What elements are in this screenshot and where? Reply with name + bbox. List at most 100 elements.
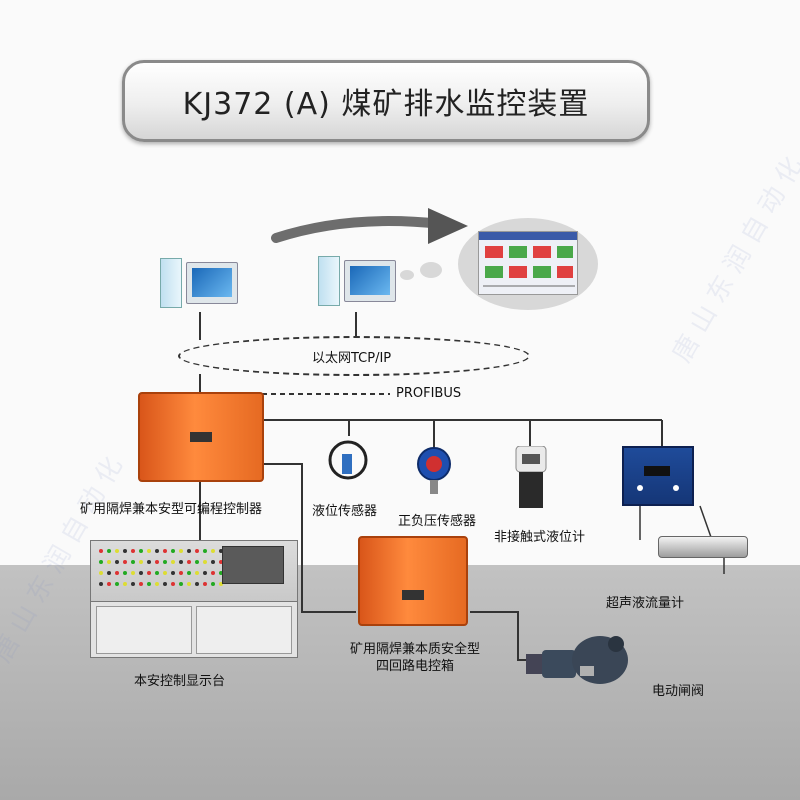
control-box-label-line1: 矿用隔焊兼本质安全型 [349,642,480,657]
console-button-dot [171,549,175,553]
flowmeter-enclosure [622,446,694,506]
noncontact-level-meter-image [512,445,550,510]
console-button-dot [163,582,167,586]
console-button-dot [123,582,127,586]
console-button-dot [171,582,175,586]
console-button-dot [195,582,199,586]
console-button-dot [115,582,119,586]
noncontact-level-label: 非接触式液位计 [494,530,586,545]
console-button-dot [171,560,175,564]
console-door-left [96,606,192,654]
console-button-dot [187,582,191,586]
console-button-dot [179,571,183,575]
console-button-dot [179,560,183,564]
console-button-dot [131,582,135,586]
plc-controller-enclosure [138,392,264,482]
console-button-dot [187,560,191,564]
console-button-dot [219,560,223,564]
level-sensor-label: 液位传感器 [312,504,378,519]
console-button-dot [139,549,143,553]
cloud-dot [400,270,414,280]
console-button-dot [99,560,103,564]
console-button-dot [219,582,223,586]
console-button-dot [115,549,119,553]
console-button-dot [211,571,215,575]
control-box-label-line2: 四回路电控箱 [375,659,454,674]
console-button-dot [195,571,199,575]
ethernet-label: 以太网TCP/IP [312,351,392,366]
console-button-dot [155,549,159,553]
console-label: 本安控制显示台 [134,674,226,689]
console-button-dot [131,560,135,564]
flowmeter-label: 超声液流量计 [606,596,685,611]
console-button-dot [211,560,215,564]
pressure-sensor-label: 正负压传感器 [398,514,477,529]
console-door-right [196,606,292,654]
console-button-dot [219,549,223,553]
console-button-dot [155,571,159,575]
console-button-dot [147,582,151,586]
nameplate [190,432,212,442]
console-button-dot [179,549,183,553]
profibus-label: PROFIBUS [396,386,462,401]
console-button-dot [147,560,151,564]
ethernet-ring [178,336,530,376]
console-button-dot [99,571,103,575]
console-button-dot [219,571,223,575]
console-button-dot [139,582,143,586]
console-button-dot [211,582,215,586]
pc-tower [318,256,340,306]
console-button-dot [147,549,151,553]
console-button-dot [203,560,207,564]
monitor-icon [186,262,238,304]
console-button-dot [163,560,167,564]
level-sensor-image [326,436,374,484]
console-button-dot [195,560,199,564]
console-button-dot [107,571,111,575]
nameplate [402,590,424,600]
pressure-sensor-image [414,446,454,496]
console-button-dot [123,571,127,575]
console-button-dot [131,571,135,575]
console-button-dot [155,582,159,586]
electric-gate-valve-image [524,632,644,692]
console-button-dot [131,549,135,553]
console-button-dot [99,582,103,586]
console-button-dot [187,549,191,553]
console-button-dot [203,582,207,586]
console-button-dot [139,571,143,575]
operator-workstation-right [318,256,398,316]
console-button-dot [115,560,119,564]
console-button-dot [107,560,111,564]
pc-tower [160,258,182,308]
console-button-dot [195,549,199,553]
console-button-dot [171,571,175,575]
console-button-dot [179,582,183,586]
console-button-dot [203,571,207,575]
title-banner: KJ372 (A) 煤矿排水监控装置 [122,60,650,142]
console-button-dot [163,549,167,553]
flow-pipe [658,536,748,558]
console-button-dot [107,549,111,553]
monitor-icon [344,260,396,302]
cloud-dot [420,262,442,278]
console-button-dot [107,582,111,586]
console-button-dot [99,549,103,553]
console-button-dot [155,560,159,564]
console-button-dot [203,549,207,553]
console-button-dot [211,549,215,553]
console-button-dot [163,571,167,575]
console-screen [222,546,284,584]
console-button-dot [123,549,127,553]
console-button-dot [147,571,151,575]
operator-workstation-left [160,258,240,318]
console-button-dot [123,560,127,564]
controller-label: 矿用隔焊兼本安型可编程控制器 [80,502,263,517]
valve-label: 电动闸阀 [652,684,705,699]
page-title: KJ372 (A) 煤矿排水监控装置 [182,87,590,122]
console-button-dot [115,571,119,575]
scada-screen-image [478,231,578,295]
console-button-dot [187,571,191,575]
four-loop-control-box [358,536,468,626]
